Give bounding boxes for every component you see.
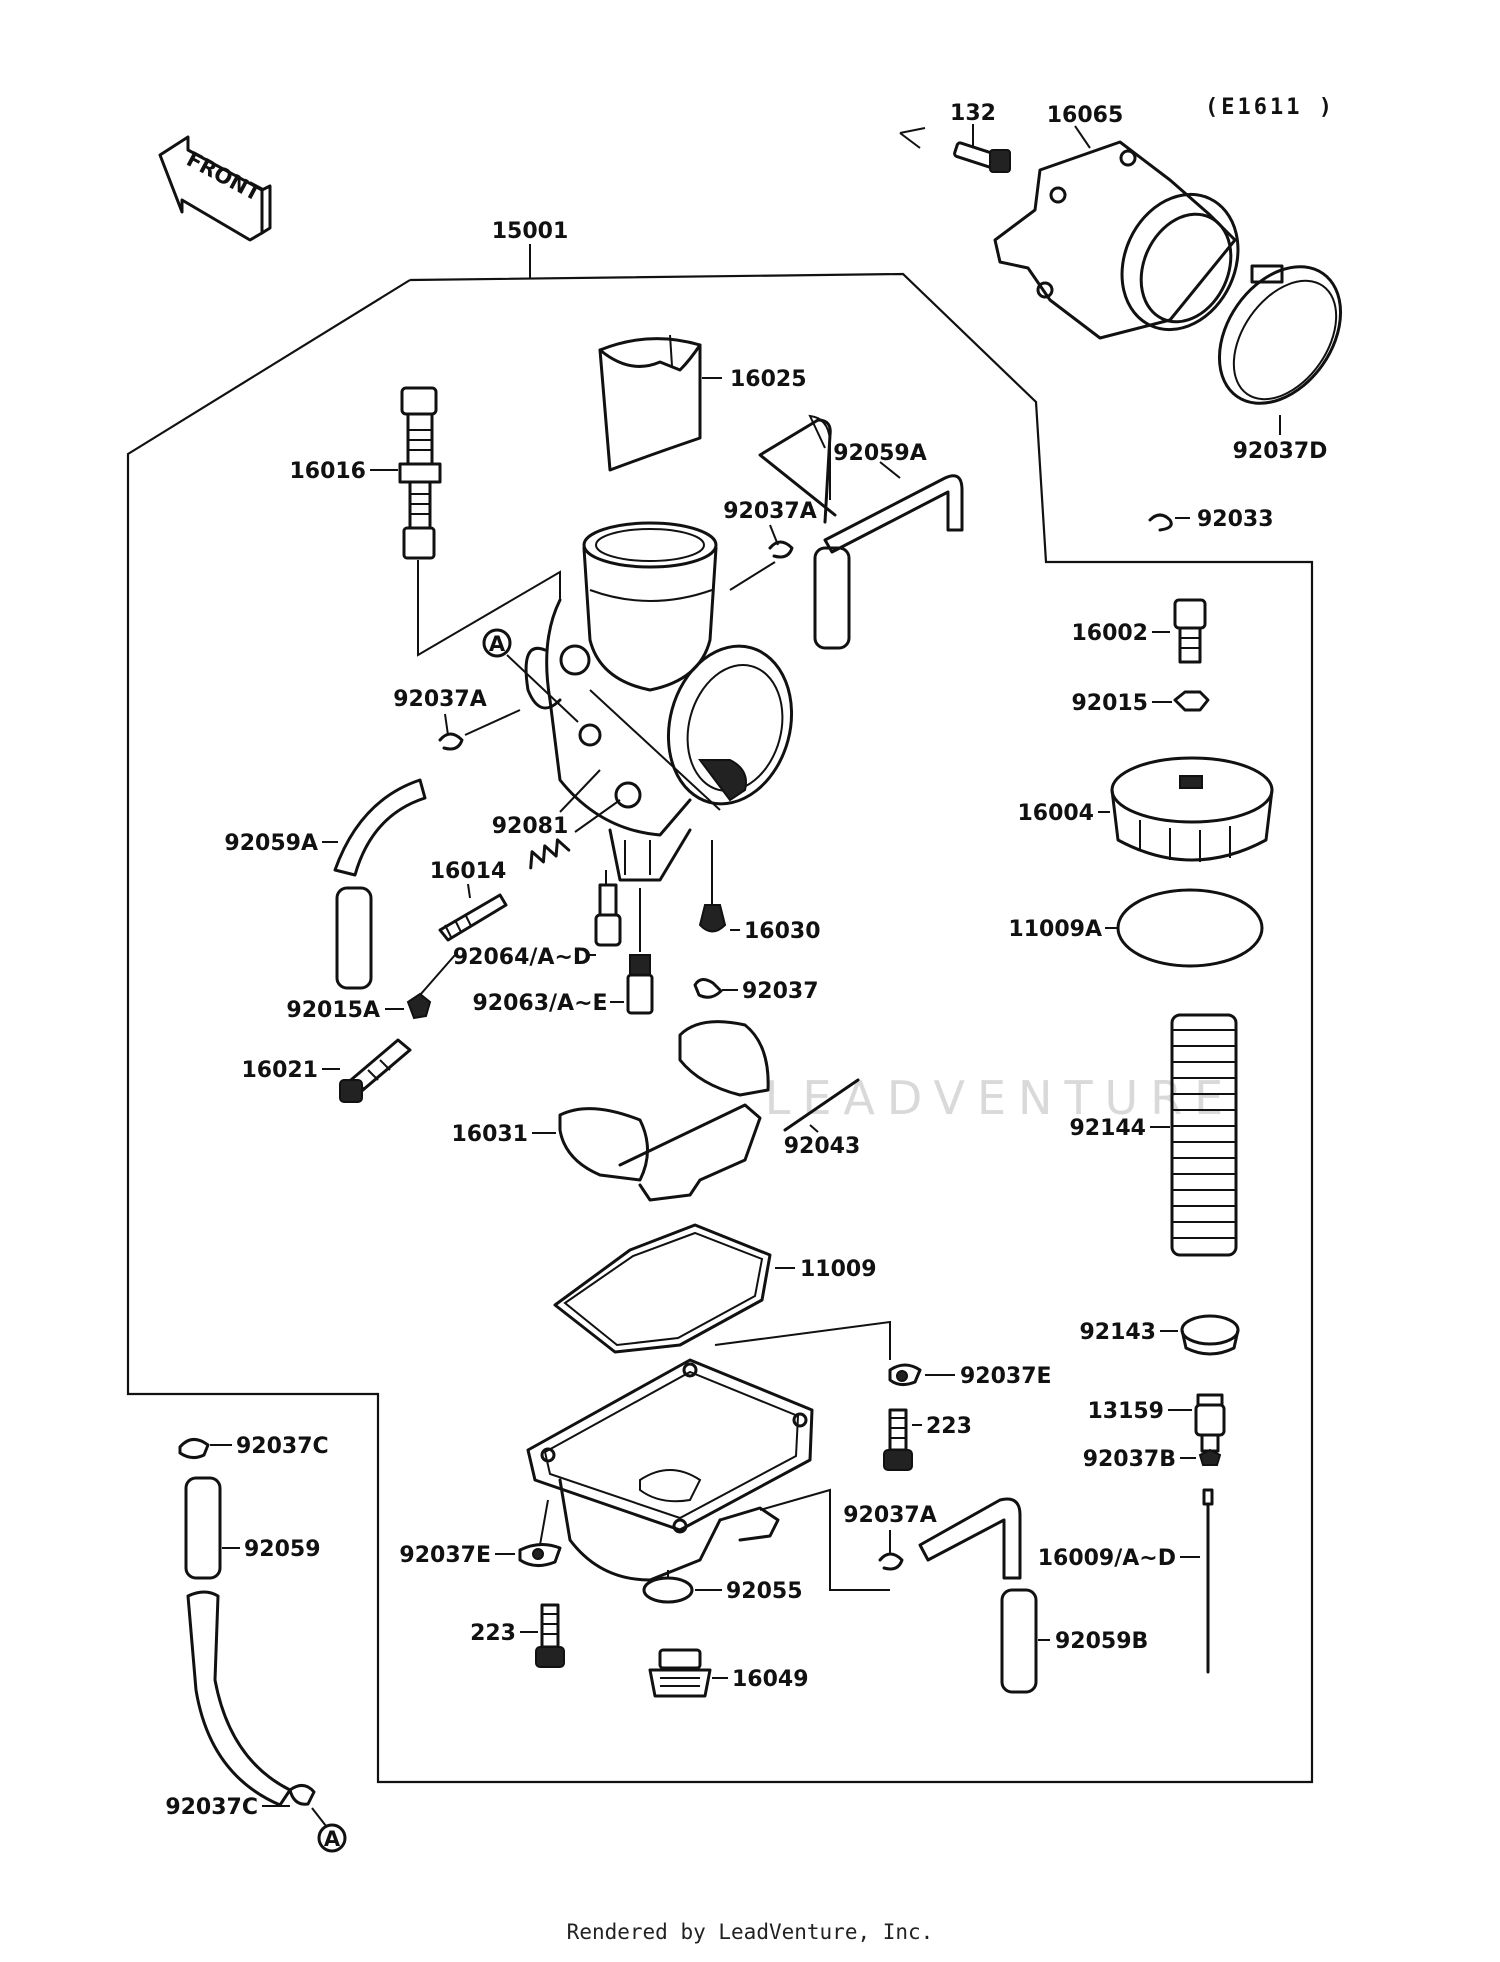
screw-16021-icon <box>339 1038 412 1103</box>
hose-92059A-left-icon <box>333 778 427 990</box>
clip-92037E-left-icon <box>518 1543 562 1567</box>
part-label-92037A-bottom: 92037A <box>843 1503 937 1528</box>
pin-92043-icon <box>783 1078 860 1132</box>
part-label-92037D: 92037D <box>1233 439 1328 464</box>
part-label-16030: 16030 <box>744 919 821 944</box>
part-label-92144: 92144 <box>1069 1116 1146 1141</box>
clip-92037A-bottom-icon <box>878 1552 904 1571</box>
clip-92037A-top-icon <box>768 540 794 559</box>
screw-223-right-icon <box>883 1408 913 1471</box>
part-label-92055: 92055 <box>726 1579 803 1604</box>
part-label-92037B: 92037B <box>1083 1447 1176 1472</box>
air-screw-16014-icon <box>438 893 508 942</box>
watermark-text: LEADVENTURE <box>765 1071 1236 1125</box>
part-label-13159: 13159 <box>1087 1399 1164 1424</box>
starter-plunger-16016-icon <box>398 386 442 560</box>
carburetor-body-icon <box>524 521 794 882</box>
callout-a-bottom-icon: A <box>317 1823 347 1853</box>
part-label-92037C-bottom: 92037C <box>165 1795 258 1820</box>
part-label-16065: 16065 <box>1047 103 1124 128</box>
nut-92015A-icon <box>406 992 432 1020</box>
part-label-92037A-left: 92037A <box>393 687 487 712</box>
hose-92059B-icon <box>918 1497 1038 1694</box>
hose-92059A-top-bend-icon <box>823 474 964 554</box>
gasket-11009-icon <box>553 1223 772 1354</box>
part-label-16021: 16021 <box>241 1058 318 1083</box>
part-label-15001: 15001 <box>492 219 569 244</box>
part-label-92037E-left: 92037E <box>399 1543 491 1568</box>
float-bowl-icon <box>526 1358 814 1582</box>
part-label-92033: 92033 <box>1197 507 1274 532</box>
hose-92059A-top-icon <box>758 414 851 650</box>
part-label-92143: 92143 <box>1079 1320 1156 1345</box>
part-label-223-left: 223 <box>470 1621 516 1646</box>
clip-92037A-left-icon <box>438 732 464 751</box>
part-label-16014: 16014 <box>430 859 507 884</box>
callout-a-top-icon: A <box>482 628 512 658</box>
clip-92037B-icon <box>1198 1448 1222 1466</box>
nut-92015-icon <box>1173 690 1210 712</box>
front-arrow-icon: FRONT <box>158 135 272 242</box>
part-label-92059B: 92059B <box>1055 1629 1148 1654</box>
hose-bent-bottom-icon <box>186 1590 292 1807</box>
clip-92037-icon <box>693 978 723 999</box>
part-label-16016: 16016 <box>289 459 366 484</box>
figure-code: (E1611 ) <box>1205 95 1335 120</box>
throttle-valve-16025-icon <box>598 334 702 472</box>
part-label-16009: 16009/A~D <box>1038 1546 1176 1571</box>
part-label-11009A: 11009A <box>1008 917 1102 942</box>
callout-a-bottom-label: A <box>324 1827 341 1851</box>
spring-92144-icon <box>1170 1013 1238 1257</box>
part-label-92037E-right: 92037E <box>960 1364 1052 1389</box>
part-label-92059: 92059 <box>244 1537 321 1562</box>
screw-223-left-icon <box>535 1603 565 1668</box>
bolt-132-icon <box>899 127 1011 173</box>
jet-92063-icon <box>626 954 654 1015</box>
part-label-92059A-top: 92059A <box>833 441 927 466</box>
callout-a-top-label: A <box>489 632 506 656</box>
part-label-92037A-top: 92037A <box>723 499 817 524</box>
clip-92033-icon <box>1148 513 1173 532</box>
part-label-132: 132 <box>950 101 996 126</box>
needle-16009-icon <box>1202 1488 1214 1674</box>
part-label-92015A: 92015A <box>286 998 380 1023</box>
intake-manifold-16065-icon <box>993 140 1240 340</box>
cap-16004-icon <box>1110 756 1274 862</box>
float-needle-16030-icon <box>698 904 727 933</box>
jet-92064-icon <box>594 883 622 947</box>
seat-92143-icon <box>1180 1314 1240 1356</box>
part-label-92015: 92015 <box>1071 691 1148 716</box>
oring-92055-icon <box>642 1576 694 1604</box>
part-label-11009: 11009 <box>800 1257 877 1282</box>
footer-credit: Rendered by LeadVenture, Inc. <box>566 1920 934 1944</box>
float-16031-icon <box>558 1020 770 1202</box>
part-label-92064: 92064/A~D <box>453 945 591 970</box>
part-label-92063: 92063/A~E <box>472 991 607 1016</box>
spring-92081-icon <box>529 838 571 870</box>
part-label-16049: 16049 <box>732 1667 809 1692</box>
part-label-92037: 92037 <box>742 979 819 1004</box>
screw-16002-icon <box>1173 598 1207 664</box>
jet-13159-icon <box>1194 1393 1226 1453</box>
part-label-16004: 16004 <box>1017 801 1094 826</box>
oring-11009A-icon <box>1116 888 1264 968</box>
front-label: FRONT <box>183 147 266 206</box>
part-label-16002: 16002 <box>1071 621 1148 646</box>
part-label-16025: 16025 <box>730 367 807 392</box>
part-label-92037C-top: 92037C <box>236 1434 329 1459</box>
clip-92037E-right-icon <box>888 1363 922 1387</box>
part-label-92043: 92043 <box>784 1134 861 1159</box>
part-label-16031: 16031 <box>451 1122 528 1147</box>
part-label-92059A-left: 92059A <box>224 831 318 856</box>
part-label-223-right: 223 <box>926 1414 972 1439</box>
hose-92059-icon <box>184 1476 222 1580</box>
clip-92037C-top-icon <box>178 1438 210 1460</box>
plug-16049-icon <box>648 1648 712 1698</box>
clip-92037C-bottom-icon <box>288 1784 316 1806</box>
assembly-boundary-line <box>126 272 1314 1784</box>
part-label-92081: 92081 <box>492 814 569 839</box>
clamp-92037D-icon <box>1217 264 1343 405</box>
